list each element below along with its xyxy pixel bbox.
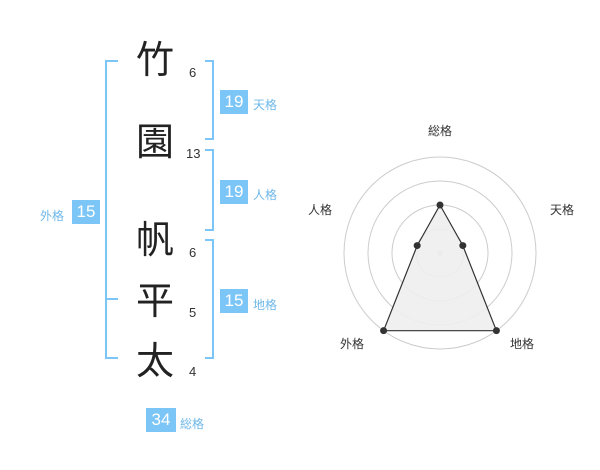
- radar-axis-label-soukaku: 総格: [428, 124, 453, 138]
- stroke-count-4: 5: [189, 305, 197, 320]
- name-char-2: 園: [135, 120, 174, 164]
- gaikaku-bracket: [105, 60, 118, 359]
- chikaku-label: 地格: [253, 298, 278, 312]
- tenkaku-bracket: [205, 60, 214, 140]
- name-char-3: 帆: [135, 218, 174, 262]
- radar-axis-label-tenkaku: 天格: [550, 203, 575, 217]
- gaikaku-value: 15: [72, 200, 100, 224]
- name-char-1: 竹: [135, 38, 174, 82]
- soukaku-label: 総格: [180, 417, 205, 431]
- name-char-5: 太: [135, 339, 174, 383]
- radar-chart: [343, 156, 537, 350]
- radar-point-0: [436, 201, 444, 209]
- radar-axis-label-jinkaku: 人格: [308, 203, 333, 217]
- stroke-count-3: 6: [189, 245, 197, 260]
- radar-axis-label-chikaku: 地格: [510, 337, 535, 351]
- tenkaku-value: 19: [220, 90, 248, 114]
- radar-point-4: [413, 242, 421, 250]
- jinkaku-value: 19: [220, 180, 248, 204]
- chikaku-bracket: [205, 239, 214, 359]
- radar-axis-label-gaikaku: 外格: [340, 337, 365, 351]
- chikaku-value: 15: [220, 289, 248, 313]
- radar-point-2: [492, 327, 500, 335]
- radar-point-3: [380, 327, 388, 335]
- jinkaku-bracket: [205, 149, 214, 231]
- stroke-count-2: 13: [186, 146, 201, 161]
- stroke-count-1: 6: [189, 65, 197, 80]
- gaikaku-label: 外格: [40, 209, 65, 223]
- name-char-4: 平: [135, 279, 174, 323]
- stroke-count-5: 4: [189, 364, 197, 379]
- tenkaku-label: 天格: [253, 98, 278, 112]
- radar-ring-4: [343, 156, 537, 350]
- radar-point-1: [459, 242, 467, 250]
- radar-area: [382, 203, 498, 332]
- soukaku-value: 34: [146, 408, 176, 432]
- jinkaku-label: 人格: [253, 188, 278, 202]
- radar-points: [380, 201, 500, 335]
